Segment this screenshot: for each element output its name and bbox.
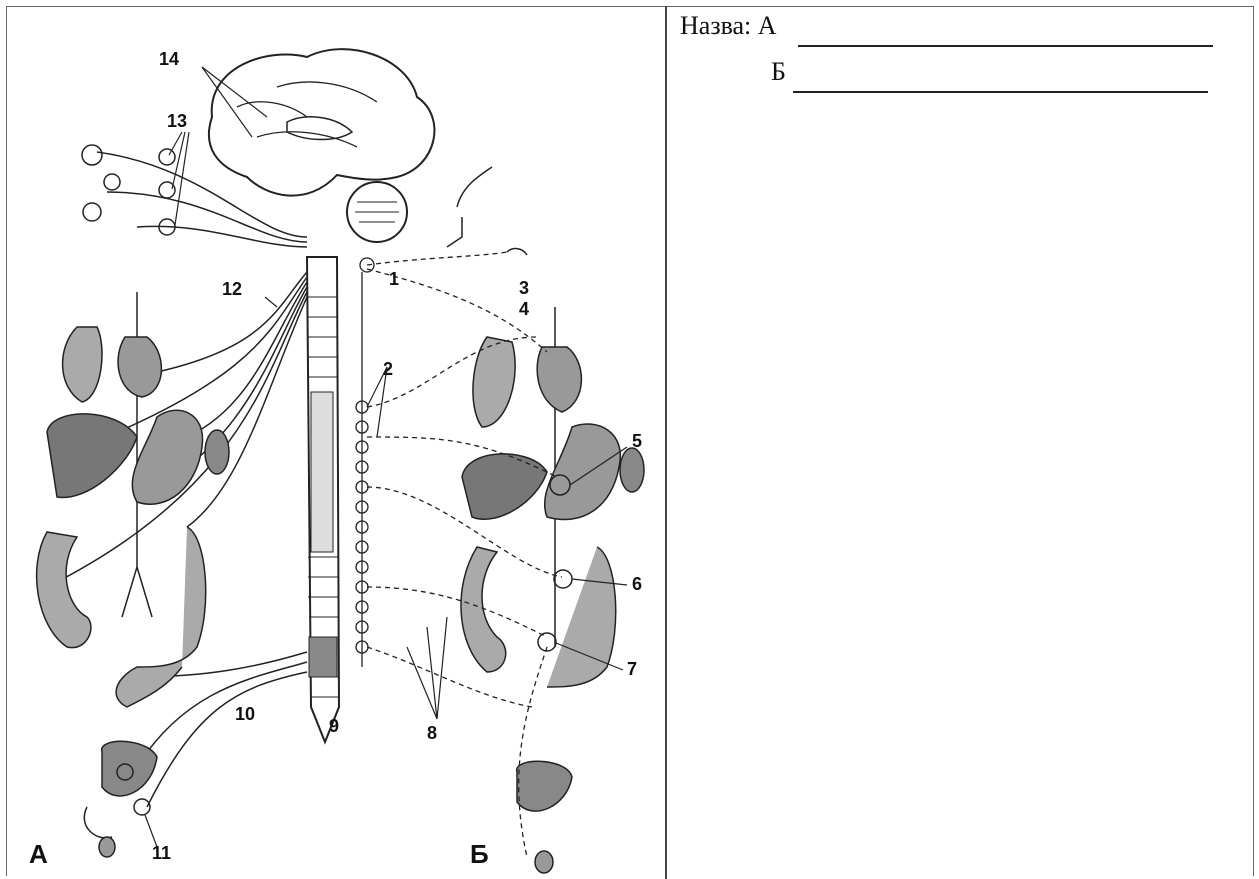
label-10: 10 bbox=[235, 704, 255, 724]
organs-left bbox=[37, 292, 229, 857]
spinal-cord bbox=[307, 257, 339, 742]
organs-right bbox=[461, 307, 644, 873]
answer-form: Назва: А Б bbox=[668, 7, 1254, 879]
label-2: 2 bbox=[383, 359, 393, 379]
label-3: 3 bbox=[519, 278, 529, 298]
label-9: 9 bbox=[329, 716, 339, 736]
autonomic-nervous-system-illustration: 1 2 3 4 5 6 7 8 9 10 11 12 13 14 А Б bbox=[7, 7, 665, 879]
label-13: 13 bbox=[167, 111, 187, 131]
label-8: 8 bbox=[427, 723, 437, 743]
label-7: 7 bbox=[627, 659, 637, 679]
label-11: 11 bbox=[152, 843, 171, 863]
sympathetic-chain bbox=[356, 258, 374, 667]
column-divider bbox=[665, 6, 667, 879]
label-6: 6 bbox=[632, 574, 642, 594]
label-12: 12 bbox=[222, 279, 242, 299]
name-label-a: Назва: А bbox=[680, 11, 777, 41]
answer-line-a[interactable] bbox=[798, 45, 1213, 47]
answer-line-b[interactable] bbox=[793, 91, 1208, 93]
nervous-system-diagram: 1 2 3 4 5 6 7 8 9 10 11 12 13 14 А Б bbox=[7, 7, 665, 879]
label-4: 4 bbox=[519, 299, 529, 319]
label-14: 14 bbox=[159, 49, 179, 69]
panel-label-a: А bbox=[29, 839, 48, 869]
brain bbox=[209, 49, 435, 242]
name-label-b: Б bbox=[771, 57, 786, 87]
label-5: 5 bbox=[632, 431, 642, 451]
panel-label-b: Б bbox=[470, 839, 489, 869]
label-1: 1 bbox=[389, 269, 399, 289]
